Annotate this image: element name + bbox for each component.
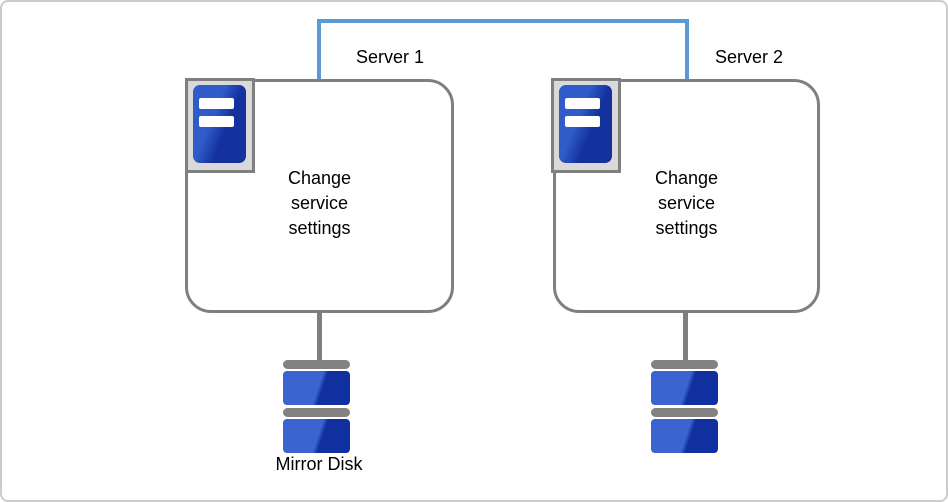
server2-action-text: Change service settings [654, 168, 719, 238]
server2-label: Server 2 [714, 47, 784, 67]
mirror-disk-icon [651, 360, 718, 453]
disk-platter [283, 419, 350, 453]
server1-disk-connector-line [317, 311, 322, 362]
disk-platter [283, 371, 350, 405]
server-drive-bay-slot [565, 98, 600, 109]
network-link-line-horizontal [317, 19, 689, 23]
network-link-line-server2 [685, 19, 689, 80]
server-drive-bay-slot [565, 116, 600, 127]
disk-cap [651, 360, 718, 369]
disk-cap [283, 408, 350, 417]
server1-action-text: Change service settings [287, 168, 352, 238]
disk-platter [651, 371, 718, 405]
mirror-disk-icon [283, 360, 350, 453]
server-tower-icon [185, 78, 255, 173]
disk-cap [283, 360, 350, 369]
disk-cap [651, 408, 718, 417]
server1-label: Server 1 [355, 47, 425, 67]
server-tower-body [193, 85, 246, 163]
server-tower-icon [551, 78, 621, 173]
server-drive-bay-slot [199, 116, 234, 127]
mirror-disk-label: Mirror Disk [275, 454, 363, 474]
server-drive-bay-slot [199, 98, 234, 109]
disk-platter [651, 419, 718, 453]
server-tower-body [559, 85, 612, 163]
network-link-line-server1 [317, 19, 321, 80]
server2-disk-connector-line [683, 311, 688, 362]
